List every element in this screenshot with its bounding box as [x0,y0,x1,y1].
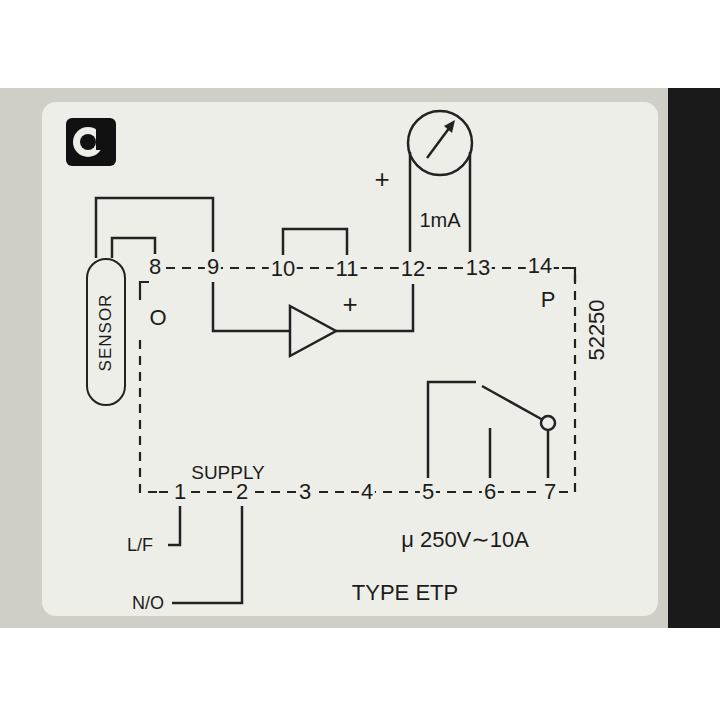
node-label: SENSOR [98,293,115,371]
meter-lead [469,152,472,252]
amp-input-wire [213,282,290,331]
terminal-number: 8 [147,255,163,278]
terminal-number: O [147,306,168,329]
wiring [96,111,555,603]
terminal-number: P [539,288,558,311]
label-text: + [372,166,391,193]
device-panel [0,88,720,628]
label-text: L/F [125,536,155,555]
relay-wire [428,382,476,478]
amplifier-symbol [290,306,336,356]
terminal-number: 5 [420,480,436,503]
label-sticker [42,102,658,616]
terminal-number: 13 [464,256,492,279]
supply-lead [172,506,242,603]
terminal-number: 2 [234,480,250,503]
case-outline [140,268,575,492]
label-text: μ 250V∼10A [399,528,531,551]
label-text: SUPPLY [189,463,267,483]
relay-contact-arm [482,386,543,420]
terminal-number: 10 [269,257,297,280]
device-edge [668,88,720,628]
label-text: 1mA [417,210,462,231]
meter-lead [409,152,412,252]
supply-lead [168,506,180,545]
link-wire [283,229,347,255]
amp-output-wire [336,284,413,331]
terminal-number: 11 [334,257,361,280]
label-text: TYPE ETP [350,581,460,604]
terminal-number: 9 [205,255,221,278]
maker-logo [66,118,116,166]
terminal-number: 7 [542,480,558,503]
needle-head [444,120,455,133]
sensor-wire [96,198,213,258]
case-corner [140,282,149,300]
meter-needle [427,127,450,158]
terminal-number: 4 [359,480,375,503]
label-text: 52250 [585,297,608,362]
meter-symbol [408,111,472,175]
sensor-probe: SENSOR [86,258,126,406]
terminal-number: 1 [172,480,188,503]
relay-wire [489,428,492,478]
case-corner [562,268,575,282]
terminal-number: 3 [297,480,313,503]
relay-wire [547,430,550,478]
label-text: N/O [130,594,166,613]
terminal-number: 14 [526,254,554,277]
terminal-number: 12 [399,257,427,280]
relay-pivot [541,416,555,430]
label-text: + [340,291,359,318]
terminal-number: 6 [482,480,498,503]
